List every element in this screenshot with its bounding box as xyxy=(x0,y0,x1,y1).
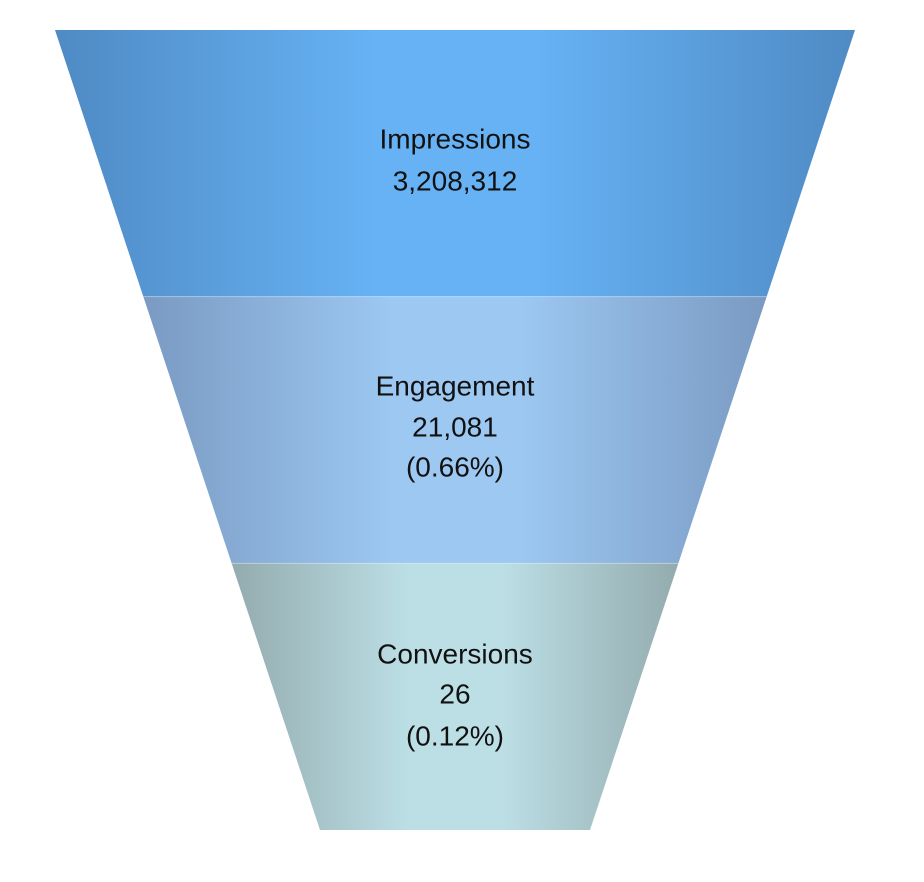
stage-value-engagement: 21,081 xyxy=(412,411,498,442)
stage-pct-engagement: (0.66%) xyxy=(406,451,504,482)
stage-value-impressions: 3,208,312 xyxy=(393,165,518,196)
funnel-band-conversions xyxy=(231,563,679,830)
funnel-band-engagement xyxy=(143,296,767,564)
stage-name-conversions: Conversions xyxy=(377,638,533,669)
stage-value-conversions: 26 xyxy=(439,678,470,709)
funnel-band-impressions xyxy=(55,30,855,297)
stage-name-engagement: Engagement xyxy=(376,370,535,401)
stage-pct-conversions: (0.12%) xyxy=(406,720,504,751)
stage-name-impressions: Impressions xyxy=(380,123,531,154)
